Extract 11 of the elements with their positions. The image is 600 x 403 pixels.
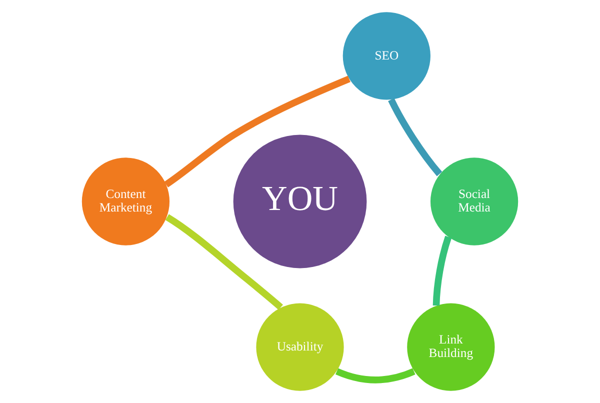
connector bbox=[336, 368, 416, 384]
node-circle: Link Building bbox=[407, 303, 495, 391]
connector bbox=[165, 214, 283, 310]
connector bbox=[432, 236, 452, 306]
node-circle: YOU bbox=[233, 134, 367, 268]
node-circle: Social Media bbox=[430, 158, 518, 246]
node-circle: Usability bbox=[256, 303, 344, 391]
connector bbox=[164, 76, 350, 188]
node-circle: SEO bbox=[342, 12, 430, 100]
node-circle: Content Marketing bbox=[82, 158, 170, 246]
connector bbox=[388, 98, 442, 176]
